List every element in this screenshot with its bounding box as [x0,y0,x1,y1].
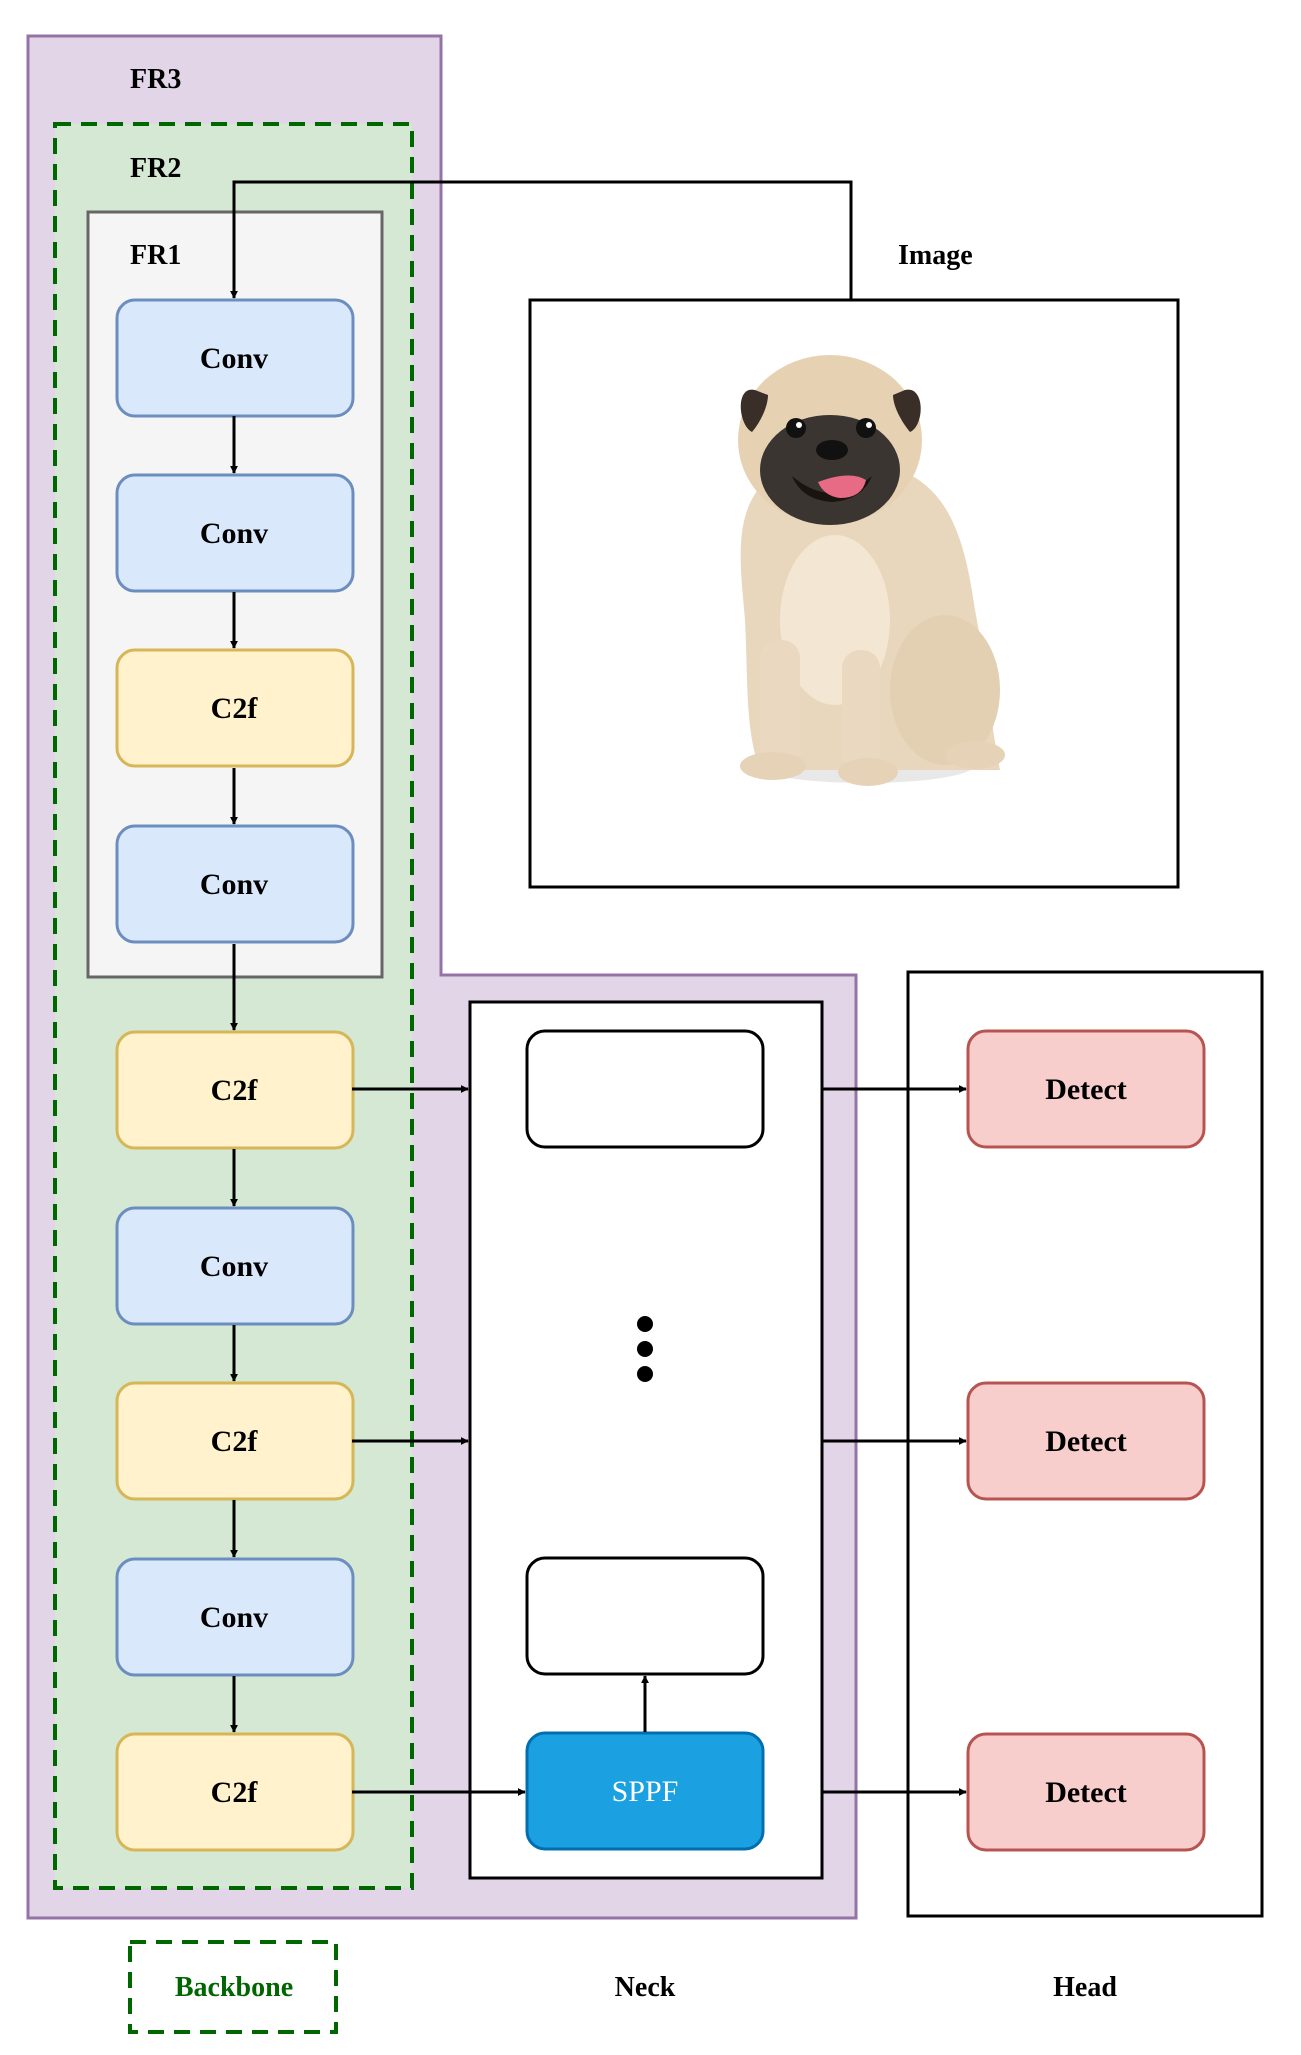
sppf-label: SPPF [612,1775,679,1808]
block-label: C2f [211,1776,259,1809]
image-label: Image [898,240,973,271]
conv-block: Conv [115,1206,355,1326]
c2f-block: C2f [115,1381,355,1501]
backbone-legend-box [128,1940,338,2034]
fr1-label: FR1 [130,240,181,271]
c2f-block: C2f [115,1732,355,1852]
conv-block: Conv [115,298,355,418]
block-label: C2f [211,692,259,725]
detect-block: Detect [966,1732,1206,1852]
conv-block: Conv [115,824,355,944]
neck-block-bottom [525,1556,765,1676]
block-label: Conv [200,1601,268,1634]
block-label: Conv [200,868,268,901]
c2f-block: C2f [115,1030,355,1150]
block-label: Conv [200,517,268,550]
fr3-label: FR3 [130,64,181,95]
block-label: C2f [211,1425,259,1458]
pug-dog-image [738,355,1005,786]
vertical-ellipsis-icon [637,1316,653,1382]
block-label: Conv [200,1250,268,1283]
block-label: C2f [211,1074,259,1107]
block-label: Conv [200,342,268,375]
neck-block-top [525,1029,765,1149]
sppf-block: SPPF [525,1731,765,1851]
fr2-label: FR2 [130,153,181,184]
conv-block: Conv [115,473,355,593]
detect-label: Detect [1045,1425,1127,1458]
detect-label: Detect [1045,1073,1127,1106]
detect-block: Detect [966,1381,1206,1501]
neck-legend-label: Neck [615,1972,676,2003]
head-legend-label: Head [1053,1972,1117,2003]
c2f-block: C2f [115,648,355,768]
detect-label: Detect [1045,1776,1127,1809]
conv-block: Conv [115,1557,355,1677]
backbone-legend-label: Backbone [175,1972,293,2003]
detect-block: Detect [966,1029,1206,1149]
arrow-image-to-conv [230,180,853,300]
connection-arrows [230,180,967,1796]
